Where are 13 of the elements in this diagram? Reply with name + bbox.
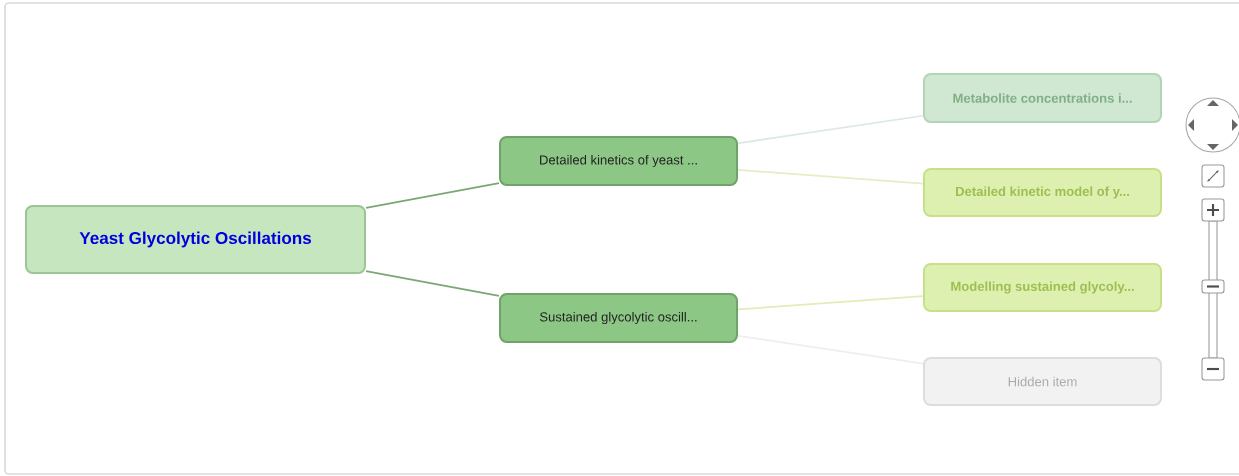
connector-line bbox=[365, 270, 500, 297]
topic-box: Metabolite concentrations i... bbox=[923, 73, 1162, 123]
topic-box: Hidden item bbox=[923, 357, 1162, 406]
connector-line bbox=[737, 169, 924, 185]
connector-line bbox=[737, 334, 924, 365]
topic-box: Modelling sustained glycoly... bbox=[923, 263, 1162, 312]
topic-box: Yeast Glycolytic Oscillations bbox=[25, 205, 366, 274]
connector-line bbox=[365, 182, 500, 209]
connector-line bbox=[737, 114, 924, 145]
topic-box: Detailed kinetic model of y... bbox=[923, 168, 1162, 217]
topic-box: Sustained glycolytic oscill... bbox=[499, 293, 738, 343]
topic-box: Detailed kinetics of yeast ... bbox=[499, 136, 738, 186]
connector-line bbox=[737, 295, 924, 311]
